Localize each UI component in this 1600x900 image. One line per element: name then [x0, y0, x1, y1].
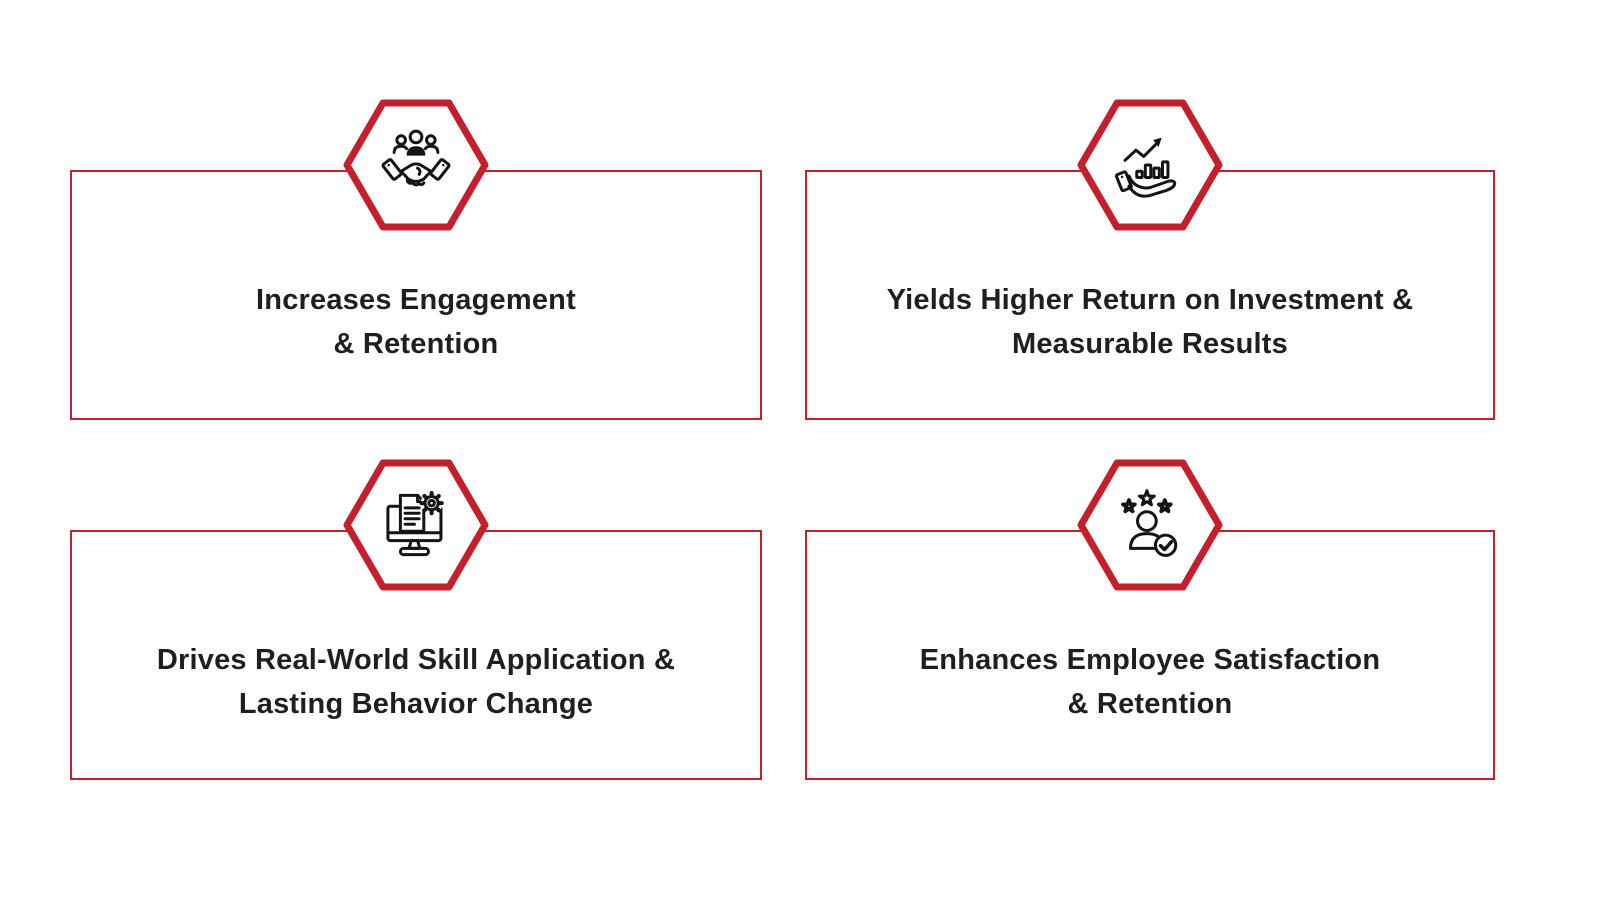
card-label: Enhances Employee Satisfaction & Retenti… [807, 532, 1493, 778]
monitor-document-gear-icon [377, 486, 455, 564]
hexagon-border [1077, 459, 1223, 591]
card-label: Drives Real-World Skill Application & La… [72, 532, 760, 778]
card-engagement-retention: Increases Engagement & Retention [70, 99, 762, 420]
card-label-line2: Lasting Behavior Change [238, 688, 594, 720]
card-label-line2: Measurable Results [1012, 328, 1288, 360]
card-skill-application: Drives Real-World Skill Application & La… [70, 459, 762, 780]
card-label-line1: Enhances Employee Satisfaction [919, 644, 1381, 676]
card-label-line2: & Retention [1067, 688, 1233, 720]
card-label-line2: & Retention [333, 328, 499, 360]
hexagon-badge [341, 95, 491, 235]
hexagon-badge [1075, 95, 1225, 235]
hexagon-badge [1075, 455, 1225, 595]
handshake-people-icon [377, 126, 455, 204]
growth-chart-hand-icon [1111, 137, 1189, 204]
card-label-line1: Drives Real-World Skill Application & [156, 644, 676, 676]
card-label: Increases Engagement & Retention [72, 172, 760, 418]
card-label-line1: Yields Higher Return on Investment & [886, 284, 1414, 316]
card-employee-satisfaction: Enhances Employee Satisfaction & Retenti… [805, 459, 1495, 780]
person-stars-check-icon [1111, 486, 1189, 564]
card-roi-results: Yields Higher Return on Investment & Mea… [805, 99, 1495, 420]
hexagon-badge [341, 455, 491, 595]
card-label-line1: Increases Engagement [256, 284, 576, 316]
card-label: Yields Higher Return on Investment & Mea… [807, 172, 1493, 418]
